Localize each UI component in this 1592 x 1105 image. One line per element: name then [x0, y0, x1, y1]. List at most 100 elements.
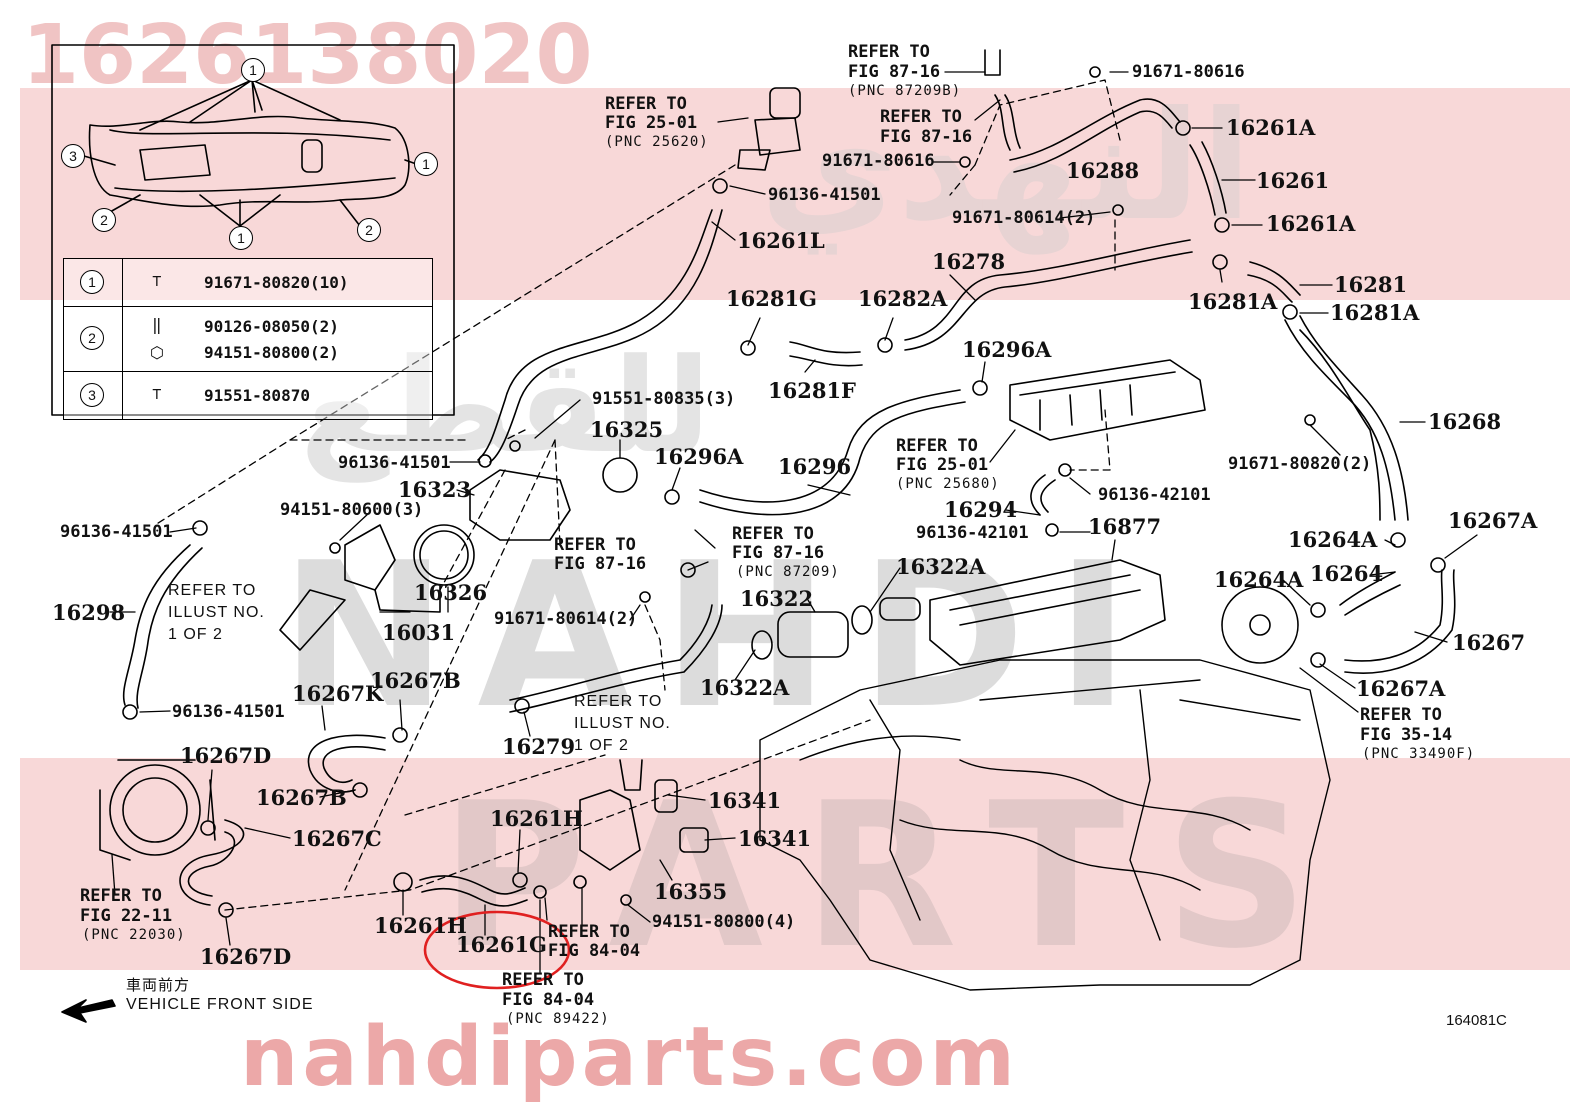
- legend-part-1a: 91671-80820(10): [204, 273, 349, 292]
- refer-fig-25-01-a-line2: FIG 25-01: [605, 113, 698, 133]
- label-91551-80835: 91551-80835(3): [592, 389, 736, 409]
- water-inlet-housing: [579, 759, 709, 871]
- label-16281F: 16281F: [768, 378, 856, 403]
- label-16296: 16296: [778, 454, 852, 479]
- refer-fig-87-16-b-line2: FIG 87-16: [880, 127, 973, 147]
- label-16267D-bottom: 16267D: [200, 944, 292, 969]
- refer-fig-84-04-a-line1: REFER TO: [548, 922, 630, 942]
- gasket-outline: [88, 115, 410, 208]
- label-16877: 16877: [1088, 514, 1162, 539]
- refer-fig-35-14-line2: FIG 35-14: [1360, 725, 1453, 745]
- refer-fig-87-16-a-pnc: (PNC 87209B): [848, 83, 962, 99]
- label-16267: 16267: [1452, 630, 1526, 655]
- fastener-legend-table: 1 ⊤ 91671-80820(10) 2 ‖ 90126-08050(2) ⬡…: [63, 258, 433, 420]
- refer-fig-87-16-b-line1: REFER TO: [880, 107, 962, 127]
- label-16322A-bottom: 16322A: [700, 675, 790, 700]
- engine-block: [759, 659, 1331, 991]
- tube-16322: [751, 605, 873, 660]
- legend-row-2: 2 ‖ 90126-08050(2) ⬡ 94151-80800(2): [64, 306, 432, 371]
- callout-2-left: 2: [92, 208, 116, 232]
- hose-16267K: [307, 734, 386, 793]
- label-91671-80616-top: 91671-80616: [1132, 62, 1245, 82]
- refer-illust-b-line1: REFER TO: [574, 693, 663, 710]
- label-16267D-top: 16267D: [180, 743, 272, 768]
- egr-cooler: [1009, 359, 1206, 441]
- label-16267B-bottom: 16267B: [256, 785, 347, 810]
- label-16267B-top: 16267B: [370, 668, 461, 693]
- refer-illust-a-line1: REFER TO: [168, 582, 257, 599]
- refer-illust-a-line3: 1 OF 2: [168, 626, 223, 643]
- hose-16264: [1339, 571, 1396, 606]
- refer-fig-87-16-a-line2: FIG 87-16: [848, 62, 941, 82]
- label-16267A-top: 16267A: [1448, 508, 1538, 533]
- water-outlet-16323: [469, 457, 638, 541]
- label-16261: 16261: [1256, 168, 1330, 193]
- refer-fig-87-16-c-pnc: (PNC 87209): [736, 564, 840, 580]
- refer-fig-35-14-line1: REFER TO: [1360, 705, 1442, 725]
- intake-manifold-16877: [879, 559, 1166, 666]
- label-94151-80600: 94151-80600(3): [280, 500, 424, 520]
- label-16264A-top: 16264A: [1288, 527, 1378, 552]
- label-16261H-bottom: 16261H: [374, 913, 467, 938]
- label-94151-80800: 94151-80800(4): [652, 912, 796, 932]
- label-91671-80820: 91671-80820(2): [1228, 454, 1372, 474]
- refer-fig-84-04-b-pnc: (PNC 89422): [506, 1011, 610, 1027]
- label-91671-80616-mid: 91671-80616: [822, 151, 935, 171]
- label-16294: 16294: [944, 497, 1018, 522]
- label-16267A-bottom: 16267A: [1356, 676, 1446, 701]
- stud-icon: ‖: [152, 315, 162, 334]
- label-16267K: 16267K: [292, 681, 384, 706]
- callout-3: 3: [61, 144, 85, 168]
- label-16281A-right: 16281A: [1330, 300, 1420, 325]
- hose-16261L: [477, 209, 713, 461]
- legend-part-2b: 94151-80800(2): [204, 343, 339, 362]
- label-91671-80614-mid: 91671-80614(2): [494, 609, 638, 629]
- vehicle-front-jp: 車両前方: [126, 976, 191, 994]
- refer-fig-22-11-pnc: (PNC 22030): [82, 927, 186, 943]
- refer-fig-25-01-b-line1: REFER TO: [896, 436, 978, 456]
- gasket-boss: [301, 139, 323, 173]
- watermark-band-bottom: [20, 758, 1570, 970]
- label-16355: 16355: [654, 879, 728, 904]
- pipe-16288: [1009, 98, 1181, 161]
- label-16261G-highlighted: 16261G: [456, 932, 547, 957]
- hose-clamps: [122, 66, 1446, 918]
- label-16261H-top: 16261H: [490, 806, 583, 831]
- refer-fig-87-16-c-line1: REFER TO: [732, 524, 814, 544]
- refer-fig-25-01-b-pnc: (PNC 25680): [896, 476, 1000, 492]
- oil-cooler: [1221, 586, 1299, 664]
- label-16341-top: 16341: [708, 788, 782, 813]
- label-16341-bottom: 16341: [738, 826, 812, 851]
- hose-16261G: [419, 875, 526, 895]
- legend-part-2a: 90126-08050(2): [204, 317, 339, 336]
- watermark-part-number: 1626138020: [22, 8, 593, 103]
- legend-row-3: 3 ⊤ 91551-80870: [64, 371, 432, 419]
- egr-valve: [737, 87, 801, 171]
- label-16278: 16278: [932, 249, 1006, 274]
- refer-illust-b-line3: 1 OF 2: [574, 737, 629, 754]
- label-16281A-left: 16281A: [1188, 289, 1278, 314]
- legend-part-3a: 91551-80870: [204, 386, 310, 405]
- label-16261A-top: 16261A: [1226, 115, 1316, 140]
- label-16288: 16288: [1066, 158, 1140, 183]
- label-16322A-top: 16322A: [896, 554, 986, 579]
- label-96136-42101-mid: 96136-42101: [916, 523, 1029, 543]
- label-16323: 16323: [398, 477, 472, 502]
- label-16031: 16031: [382, 620, 456, 645]
- thermostat-housing: [279, 524, 475, 651]
- refer-illust-b-line2: ILLUST NO.: [574, 715, 671, 732]
- refer-fig-22-11-line2: FIG 22-11: [80, 906, 173, 926]
- label-96136-41501-mid: 96136-41501: [338, 453, 451, 473]
- refer-fig-22-11-line1: REFER TO: [80, 886, 162, 906]
- hose-16294: [1030, 474, 1046, 516]
- label-16264A-left: 16264A: [1214, 567, 1304, 592]
- refer-fig-84-04-b-line2: FIG 84-04: [502, 990, 595, 1010]
- legend-num-1: 1: [80, 270, 104, 294]
- label-16261L: 16261L: [737, 228, 825, 253]
- legend-row-1: 1 ⊤ 91671-80820(10): [64, 259, 432, 306]
- legend-num-2: 2: [80, 326, 104, 350]
- refer-fig-87-16-a-line1: REFER TO: [848, 42, 930, 62]
- watermark-arabic-mid: للقطع: [300, 330, 711, 482]
- bolt-icon: ⊤: [152, 271, 162, 290]
